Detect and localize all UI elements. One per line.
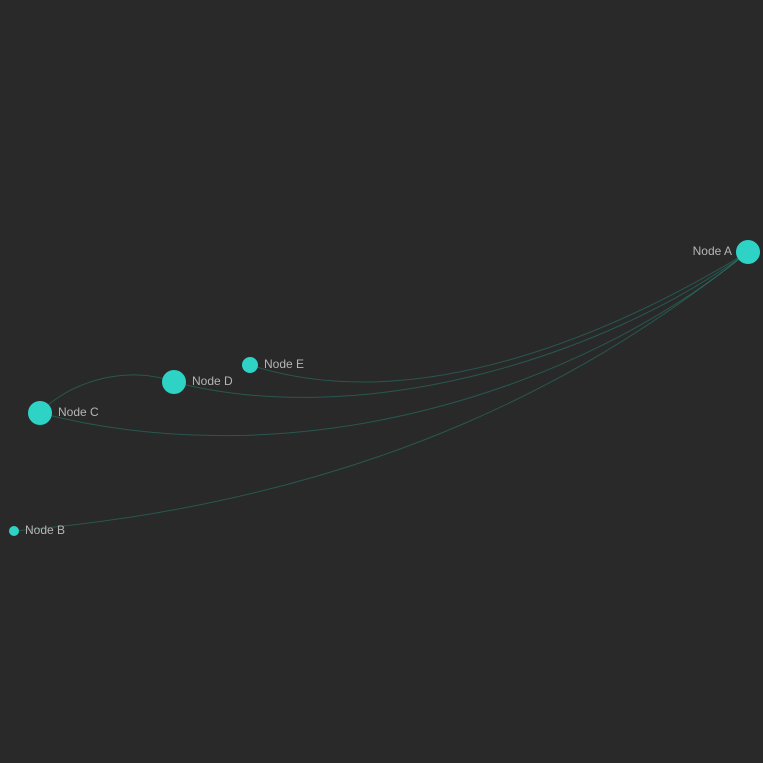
node-a[interactable]: Node A [693,240,760,264]
node-b-circle[interactable] [9,526,19,536]
nodes-layer: Node A Node B Node C Node D Node E [9,240,760,537]
node-c-circle[interactable] [28,401,52,425]
edge-c-d [39,374,175,414]
node-b-label: Node B [25,523,65,537]
node-e-circle[interactable] [242,357,258,373]
node-a-circle[interactable] [736,240,760,264]
node-c-label: Node C [58,405,99,419]
edge-a-d [173,251,749,398]
node-b[interactable]: Node B [9,523,65,537]
node-e[interactable]: Node E [242,357,304,373]
node-d[interactable]: Node D [162,370,233,394]
node-d-circle[interactable] [162,370,186,394]
edge-a-e [249,251,749,383]
node-a-label: Node A [693,244,732,258]
edge-a-b [13,251,749,532]
node-c[interactable]: Node C [28,401,99,425]
edge-a-c [39,251,749,437]
edges-layer [13,251,749,532]
node-d-label: Node D [192,374,233,388]
node-e-label: Node E [264,357,304,371]
